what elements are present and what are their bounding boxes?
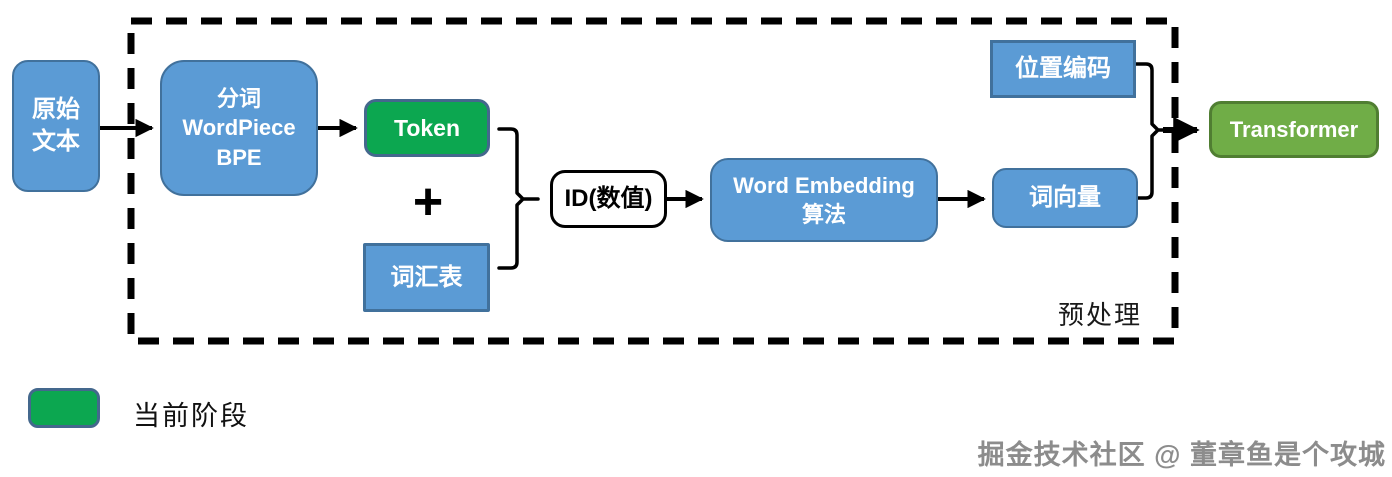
preprocessing-region-label: 预处理 bbox=[1057, 300, 1142, 330]
preprocessing-region-border bbox=[127, 17, 1179, 345]
plus-operator: + bbox=[412, 172, 444, 231]
bracket-token-vocab bbox=[497, 127, 540, 270]
node-tokenizer: 分词 WordPiece BPE bbox=[160, 60, 318, 196]
node-transformer: Transformer bbox=[1209, 101, 1379, 158]
watermark-text: 掘金技术社区 @ 董章鱼是个攻城狮 bbox=[977, 440, 1386, 470]
node-word-embedding: Word Embedding 算法 bbox=[710, 158, 938, 242]
node-raw-text: 原始 文本 bbox=[12, 60, 100, 192]
legend-current-stage-swatch bbox=[28, 388, 100, 428]
node-id-value: ID(数值) bbox=[550, 170, 667, 228]
node-word-vector: 词向量 bbox=[992, 168, 1138, 228]
node-position-encoding: 位置编码 bbox=[990, 40, 1136, 98]
bracket-posenc-wordvector bbox=[1134, 62, 1166, 200]
node-token-current-stage: Token bbox=[364, 99, 490, 157]
node-vocabulary: 词汇表 bbox=[363, 243, 490, 312]
legend-current-stage-label: 当前阶段 bbox=[133, 401, 249, 431]
